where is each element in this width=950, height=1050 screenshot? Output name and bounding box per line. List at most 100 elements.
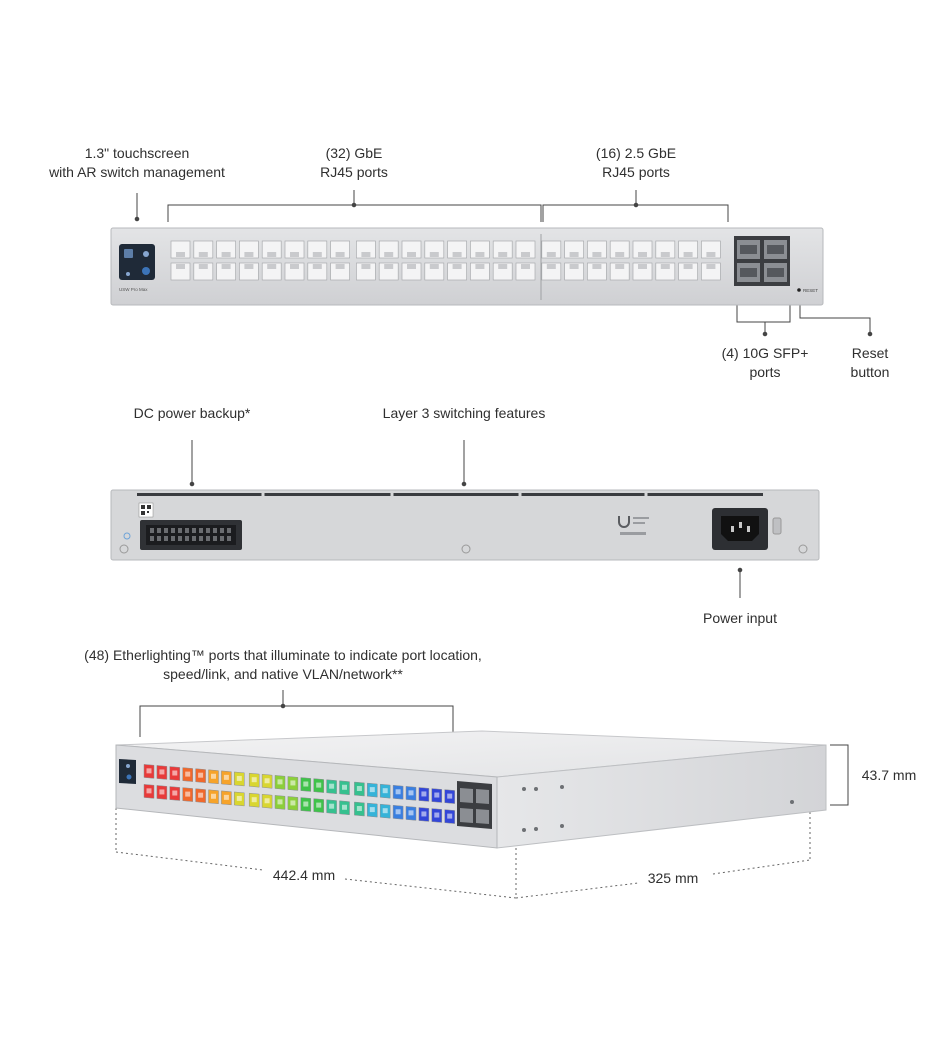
rj45-port	[261, 262, 282, 281]
dc-pin	[185, 536, 189, 541]
touchscreen-label-line1: 1.3" touchscreen	[84, 145, 190, 161]
etherlighting-port	[313, 778, 324, 793]
back-vent-strip	[137, 493, 763, 496]
touchscreen-icon	[119, 244, 155, 280]
etherlighting-port	[379, 783, 391, 799]
rj45-port	[632, 240, 653, 259]
rj45-port	[356, 262, 376, 281]
etherlighting-ports	[143, 764, 455, 824]
rj45-port	[678, 240, 698, 259]
gbe25-label-line1: (16) 2.5 GbE	[595, 145, 677, 161]
etherlighting-port	[326, 779, 337, 794]
rj45-port	[447, 262, 467, 281]
dc-pin	[157, 528, 161, 533]
etherlighting-port	[169, 766, 181, 781]
iso-view	[115, 690, 849, 899]
power-socket-icon	[712, 508, 782, 550]
front-leaders	[134, 190, 873, 337]
reset-label-line2: button	[850, 364, 890, 380]
model-text: USW Pro Max	[119, 287, 148, 292]
etherlighting-port	[405, 786, 417, 801]
reset-text: RESET	[803, 288, 818, 293]
rj45-port	[261, 240, 282, 259]
ubiquiti-logo-icon	[618, 516, 649, 535]
rj45-port	[307, 262, 328, 281]
etherlighting-port	[143, 764, 155, 779]
rj45-port	[492, 240, 513, 259]
etherlighting-port	[234, 771, 245, 787]
etherlighting-port	[287, 796, 299, 811]
rj45-port	[284, 262, 305, 281]
back-view	[110, 440, 820, 598]
rj45-port	[678, 262, 698, 281]
rj45-port	[564, 262, 584, 281]
etherlighting-port	[354, 781, 365, 797]
etherlighting-port	[418, 807, 430, 822]
screw-icon	[461, 544, 471, 554]
etherlighting-port	[392, 804, 404, 820]
rj45-port	[541, 262, 562, 281]
rj45-port	[424, 262, 445, 281]
etherlighting-port	[339, 780, 350, 796]
etherlighting-port	[208, 789, 219, 805]
rj45-port	[216, 240, 236, 259]
touchscreen-label-line2: with AR switch management	[49, 164, 225, 180]
etherlighting-port	[156, 785, 168, 800]
dc-pin	[164, 536, 168, 541]
rj45-port	[216, 262, 236, 281]
etherlighting-port	[339, 800, 350, 816]
etherlighting-port	[274, 795, 286, 810]
dc-pin	[150, 528, 154, 533]
etherlighting-label-line2: speed/link, and native VLAN/network**	[163, 666, 403, 682]
etherlighting-port	[182, 767, 193, 782]
rj45-port	[515, 262, 536, 281]
etherlighting-port	[379, 803, 391, 819]
rj45-port	[284, 240, 305, 259]
rj45-port	[609, 240, 630, 259]
rj45-port	[470, 262, 490, 281]
rj45-port	[378, 240, 399, 259]
rj45-port	[587, 262, 607, 281]
dc-pin	[199, 536, 203, 541]
rj45-port	[356, 240, 376, 259]
etherlighting-port	[182, 787, 193, 802]
gbe-label: (32) GbE RJ45 ports	[284, 144, 424, 182]
rj45-port	[239, 262, 259, 281]
rj45-port	[193, 262, 214, 281]
dc-pin	[220, 536, 224, 541]
front-rj45-ports	[170, 234, 721, 300]
etherlighting-port	[143, 784, 155, 799]
etherlighting-port	[195, 768, 206, 783]
rj45-port	[378, 262, 399, 281]
etherlighting-port	[444, 789, 455, 804]
gbe-label-line2: RJ45 ports	[320, 164, 388, 180]
rj45-port	[541, 240, 562, 259]
front-view: USW Pro Max RESET	[110, 190, 873, 337]
sfp-label: (4) 10G SFP+ ports	[705, 344, 825, 382]
etherlighting-port	[221, 790, 232, 806]
reset-button[interactable]	[797, 288, 801, 292]
back-leaders	[189, 440, 743, 598]
etherlighting-port	[418, 787, 430, 802]
back-chassis	[110, 489, 820, 561]
rj45-port	[170, 240, 191, 259]
etherlighting-port	[300, 797, 312, 812]
reset-label: Reset button	[830, 344, 910, 382]
gbe25-label: (16) 2.5 GbE RJ45 ports	[566, 144, 706, 182]
etherlighting-port	[208, 769, 219, 785]
rj45-port	[564, 240, 584, 259]
rj45-port	[447, 240, 467, 259]
etherlighting-port	[261, 773, 273, 789]
sfp-label-line1: (4) 10G SFP+	[721, 345, 809, 361]
sfp-port-icon	[457, 781, 492, 829]
rj45-port	[515, 240, 536, 259]
dc-pin	[213, 528, 217, 533]
etherlighting-port	[234, 791, 245, 807]
rj45-port	[239, 240, 259, 259]
etherlighting-port	[274, 775, 286, 790]
mount-holes	[522, 785, 794, 832]
etherlighting-port	[287, 776, 299, 791]
etherlighting-port	[367, 782, 378, 798]
rj45-port	[330, 240, 350, 259]
dc-pin	[213, 536, 217, 541]
